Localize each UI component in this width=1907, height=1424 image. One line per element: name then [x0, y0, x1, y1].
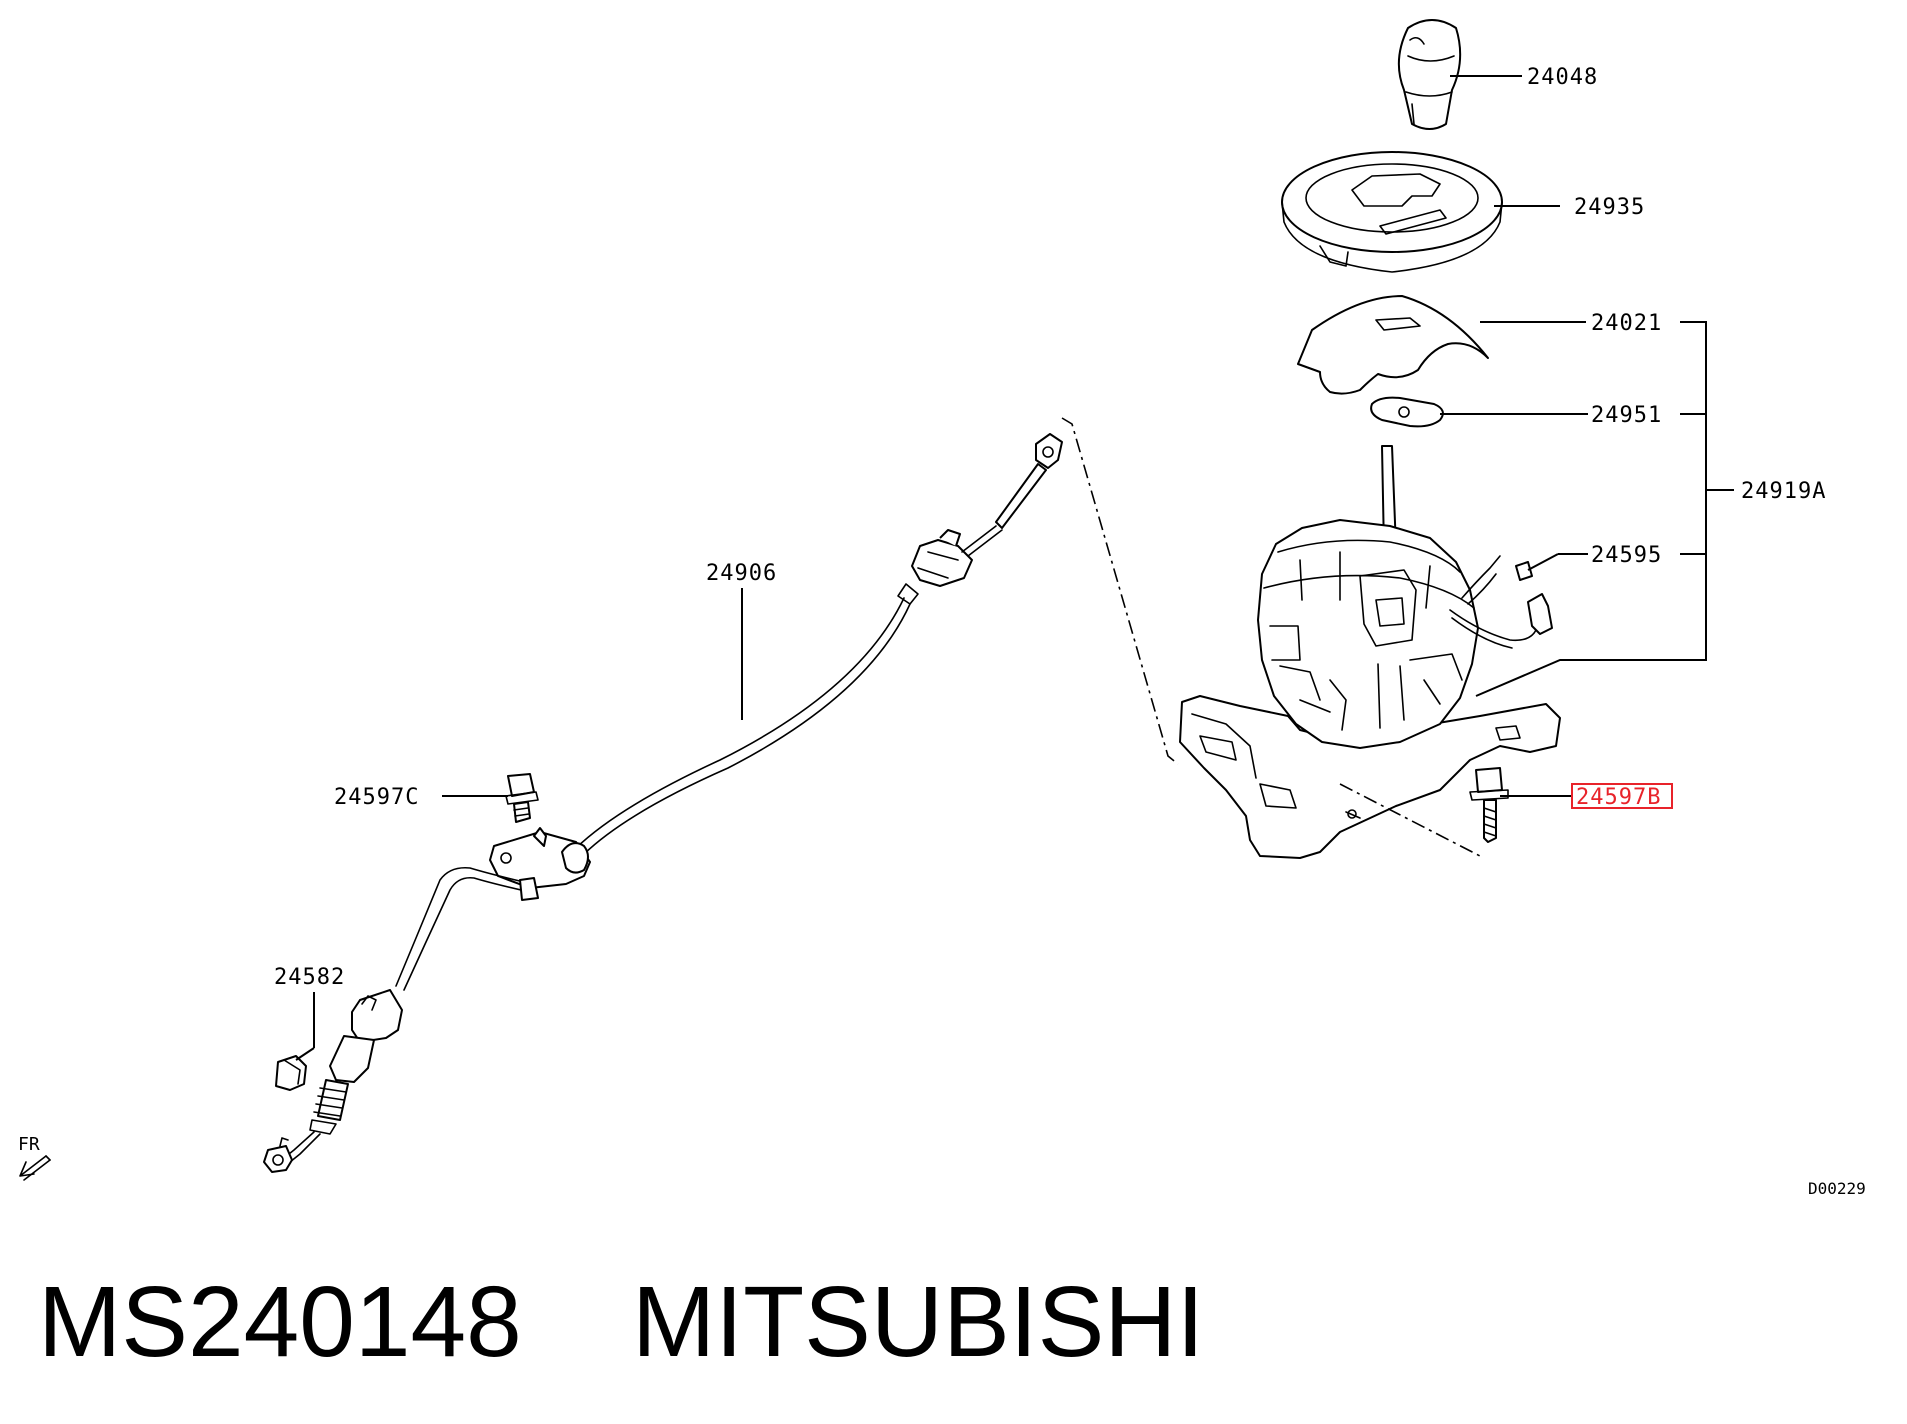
- highlight-box: [1571, 783, 1673, 809]
- label-24919a: 24919A: [1741, 479, 1826, 504]
- label-24597c: 24597C: [334, 785, 419, 810]
- label-24906: 24906: [706, 561, 777, 586]
- label-24951: 24951: [1591, 403, 1662, 428]
- label-24048: 24048: [1527, 65, 1598, 90]
- cover-drawing: [1297, 295, 1489, 395]
- brand-caption: MITSUBISHI: [632, 1266, 1204, 1378]
- assembly-bracket: [1680, 321, 1707, 661]
- label-24935: 24935: [1574, 195, 1645, 220]
- label-24595: 24595: [1591, 543, 1662, 568]
- fr-direction-label: FR: [18, 1134, 40, 1155]
- connector-drawing: [1515, 561, 1553, 635]
- leader-connector-diag: [1527, 553, 1559, 571]
- drawing-code: D00229: [1808, 1179, 1866, 1198]
- bolt-left-drawing: [505, 773, 539, 823]
- fr-arrow-icon: [19, 1155, 51, 1181]
- label-24597b: 24597B: [1576, 785, 1661, 810]
- install-path-cable: [1061, 417, 1179, 765]
- plate-drawing: [1370, 396, 1444, 428]
- shift-lever-assembly-drawing: [1179, 445, 1561, 859]
- nut-drawing: [275, 1055, 307, 1091]
- shift-knob-drawing: [1397, 19, 1462, 130]
- leader-nut-diag: [295, 1047, 315, 1061]
- bolt-right-drawing: [1469, 767, 1509, 843]
- leader-assembly-body: [1475, 659, 1680, 697]
- cable-drawing: [263, 433, 1063, 1173]
- indicator-panel-drawing: [1281, 151, 1503, 273]
- part-number-caption: MS240148: [38, 1266, 522, 1378]
- label-24582: 24582: [274, 965, 345, 990]
- label-24021: 24021: [1591, 311, 1662, 336]
